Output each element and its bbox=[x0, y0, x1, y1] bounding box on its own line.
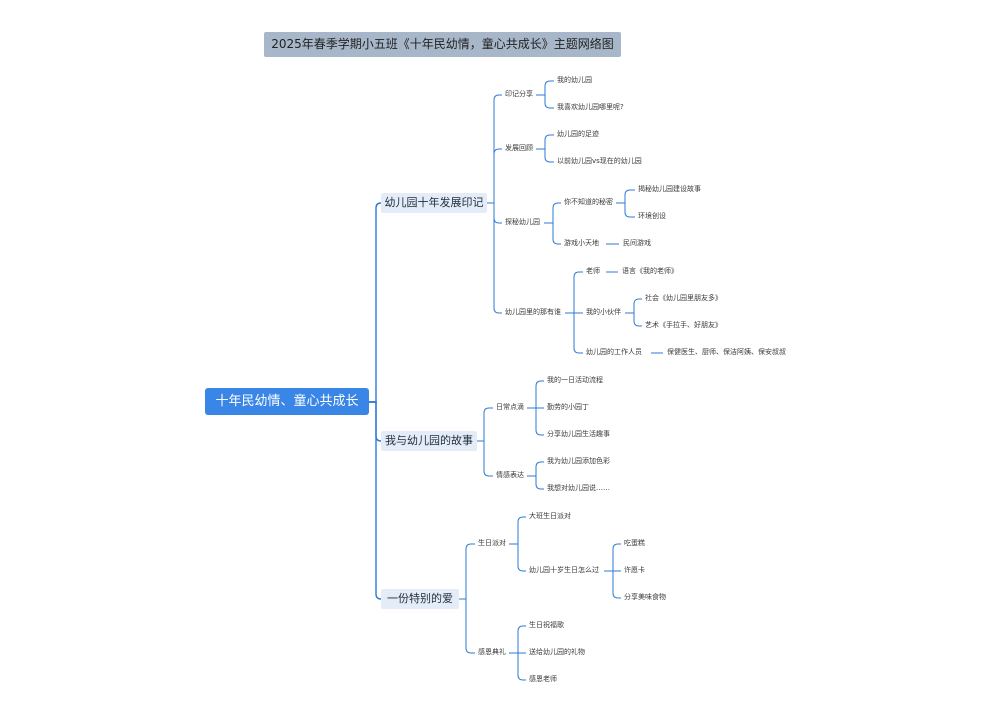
connector-group bbox=[487, 94, 502, 314]
node-社会朋友多: 社会《幼儿园里朋友多》 bbox=[645, 294, 722, 302]
node-工作人员列表: 保健医生、厨师、保洁阿姨、保安叔叔 bbox=[667, 348, 786, 356]
connector-line bbox=[536, 148, 554, 163]
connector-line bbox=[477, 440, 493, 477]
node-我的小伙伴: 我的小伙伴 bbox=[586, 308, 621, 316]
connector-line bbox=[369, 401, 382, 442]
node-我想对幼儿园说: 我想对幼儿园说…… bbox=[547, 484, 610, 492]
connector-group bbox=[509, 516, 526, 572]
node-勤劳的小园丁: 勤劳的小园丁 bbox=[547, 403, 589, 411]
node-老师: 老师 bbox=[586, 267, 600, 275]
connector-group bbox=[477, 407, 493, 477]
node-感恩老师: 感恩老师 bbox=[529, 675, 557, 683]
node-语言我的老师: 语言《我的老师》 bbox=[622, 267, 678, 275]
connector-line bbox=[536, 80, 554, 96]
connector-line bbox=[487, 202, 502, 314]
connector-line bbox=[604, 543, 621, 572]
connector-line bbox=[544, 222, 561, 245]
connector-line bbox=[487, 148, 502, 204]
node-添加色彩: 我为幼儿园添加色彩 bbox=[547, 457, 610, 465]
connector-line bbox=[509, 516, 526, 545]
connector-line bbox=[616, 202, 635, 218]
connector-line bbox=[625, 298, 642, 314]
connector-line bbox=[604, 570, 621, 599]
connector-line bbox=[487, 94, 502, 204]
node-感恩典礼: 感恩典礼 bbox=[478, 648, 506, 656]
connector-line bbox=[369, 202, 382, 403]
connector-line bbox=[565, 312, 583, 354]
connector-group bbox=[565, 271, 583, 354]
node-以前vs现在: 以前幼儿园vs现在的幼儿园 bbox=[557, 157, 642, 165]
node-我喜欢幼儿园哪里呢: 我喜欢幼儿园哪里呢? bbox=[557, 103, 624, 111]
node-你不知道的秘密: 你不知道的秘密 bbox=[564, 198, 613, 206]
connector-line bbox=[536, 134, 554, 150]
branch-1-node: 幼儿园十年发展印记 bbox=[381, 193, 487, 213]
node-幼儿园的足迹: 幼儿园的足迹 bbox=[557, 130, 599, 138]
node-日常点滴: 日常点滴 bbox=[496, 403, 524, 411]
node-游戏小天地: 游戏小天地 bbox=[564, 239, 599, 247]
connector-group bbox=[536, 134, 554, 163]
branch-3-node: 一份特别的爱 bbox=[381, 589, 459, 609]
connector-group bbox=[544, 202, 561, 245]
connector-group bbox=[369, 202, 382, 600]
connector-line bbox=[544, 202, 561, 224]
connector-line bbox=[509, 625, 526, 654]
node-发展回顾: 发展回顾 bbox=[505, 144, 533, 152]
node-我的幼儿园: 我的幼儿园 bbox=[557, 76, 592, 84]
connector-group bbox=[509, 625, 526, 681]
node-环境创设: 环境创设 bbox=[638, 212, 666, 220]
node-分享生活趣事: 分享幼儿园生活趣事 bbox=[547, 430, 610, 438]
node-幼儿园里的那有谁: 幼儿园里的那有谁 bbox=[505, 308, 561, 316]
connector-line bbox=[459, 598, 475, 654]
connector-group bbox=[536, 80, 554, 109]
connector-group bbox=[527, 380, 544, 436]
connector-line bbox=[459, 543, 475, 600]
connector-line bbox=[527, 380, 544, 409]
node-分享美味食物: 分享美味食物 bbox=[624, 593, 666, 601]
node-印记分享: 印记分享 bbox=[505, 90, 533, 98]
node-揭秘建设故事: 揭秘幼儿园建设故事 bbox=[638, 185, 701, 193]
diagram-title: 2025年春季学期小五班《十年民幼情，童心共成长》主题网络图 bbox=[264, 32, 621, 57]
node-艺术手拉手: 艺术《手拉手、好朋友》 bbox=[645, 321, 722, 329]
connector-line bbox=[625, 312, 642, 327]
root-node: 十年民幼情、童心共成长 bbox=[205, 388, 369, 415]
connector-line bbox=[616, 189, 635, 204]
node-幼儿园的工作人员: 幼儿园的工作人员 bbox=[586, 348, 642, 356]
node-一日活动流程: 我的一日活动流程 bbox=[547, 376, 603, 384]
connector-line bbox=[565, 271, 583, 314]
node-许愿卡: 许愿卡 bbox=[624, 566, 645, 574]
node-吃蛋糕: 吃蛋糕 bbox=[624, 539, 645, 547]
connector-line bbox=[527, 475, 544, 490]
connector-line bbox=[509, 543, 526, 572]
connector-group bbox=[625, 298, 642, 327]
node-生日派对: 生日派对 bbox=[478, 539, 506, 547]
connector-group bbox=[604, 543, 621, 599]
connector-line bbox=[527, 461, 544, 477]
node-送给幼儿园的礼物: 送给幼儿园的礼物 bbox=[529, 648, 585, 656]
connector-line bbox=[536, 94, 554, 109]
connector-group bbox=[616, 189, 635, 218]
connector-line bbox=[527, 407, 544, 436]
node-大班生日派对: 大班生日派对 bbox=[529, 512, 571, 520]
connector-group bbox=[459, 543, 475, 654]
node-生日祝福歌: 生日祝福歌 bbox=[529, 621, 564, 629]
connector-group bbox=[527, 461, 544, 490]
branch-2-node: 我与幼儿园的故事 bbox=[381, 431, 477, 451]
connector-line bbox=[509, 652, 526, 681]
node-探秘幼儿园: 探秘幼儿园 bbox=[505, 218, 540, 226]
node-民间游戏: 民间游戏 bbox=[623, 239, 651, 247]
node-情感表达: 情感表达 bbox=[496, 471, 524, 479]
connector-line bbox=[477, 407, 493, 442]
connector-line bbox=[369, 401, 382, 600]
node-十岁生日怎么过: 幼儿园十岁生日怎么过 bbox=[529, 566, 599, 574]
